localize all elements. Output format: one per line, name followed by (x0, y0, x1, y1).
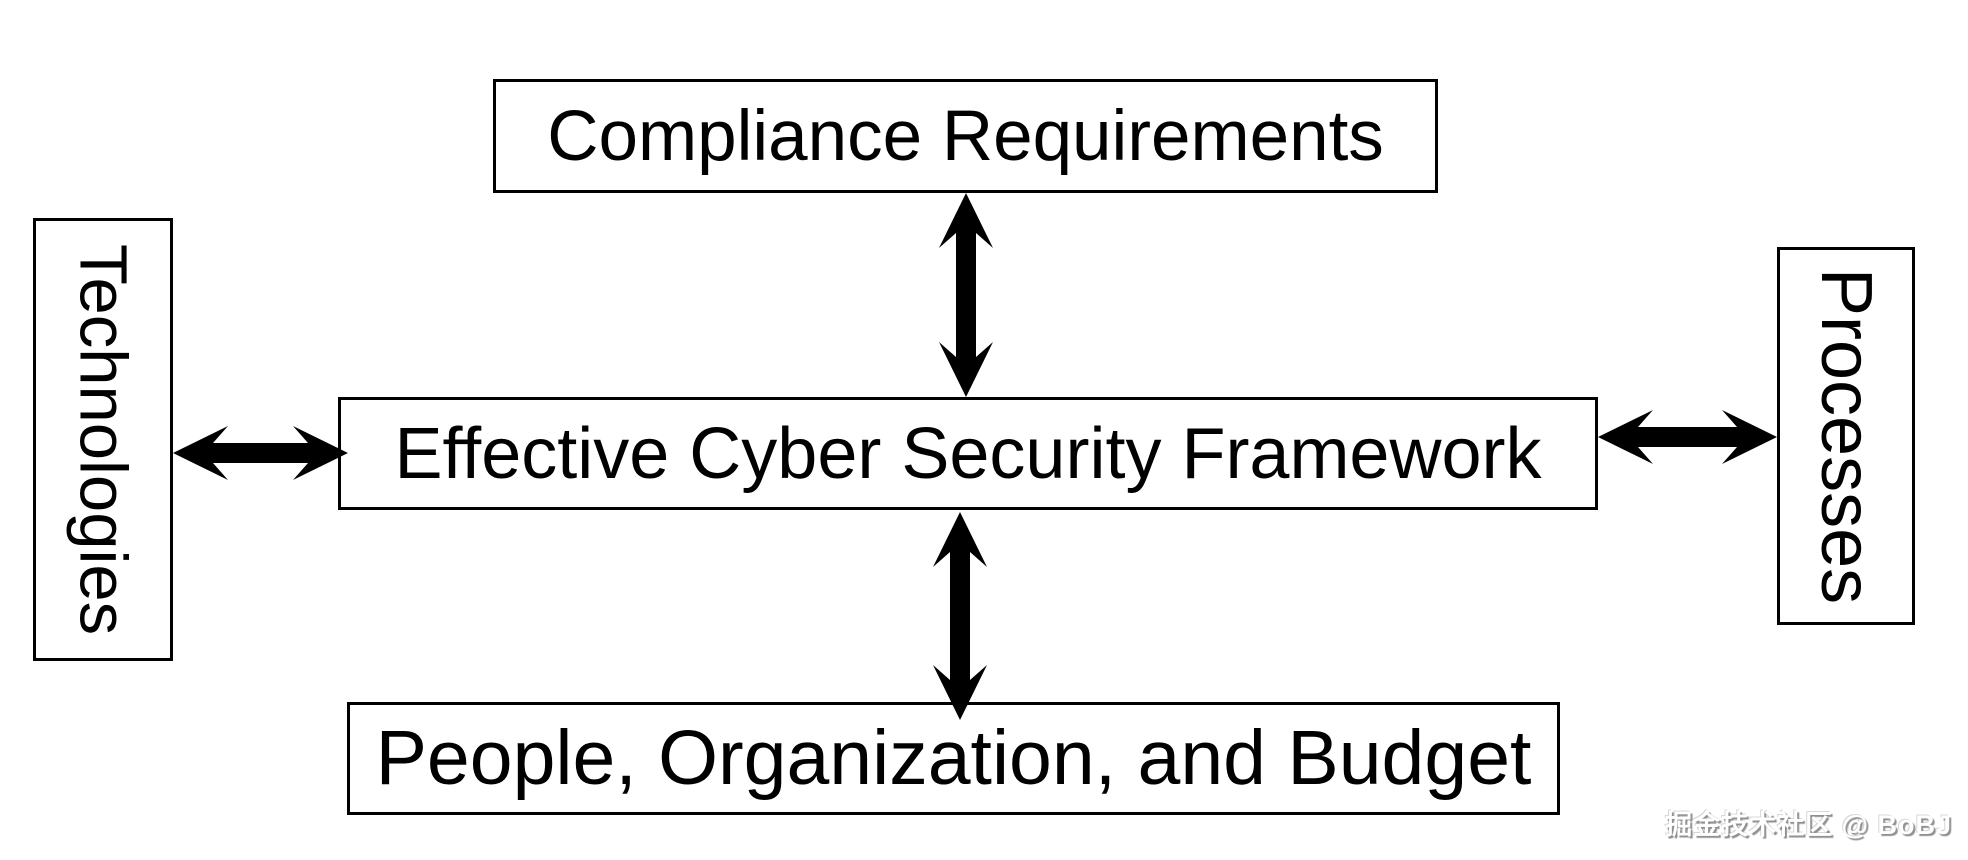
right-double-arrow-icon (1598, 410, 1777, 464)
node-technologies: Technologies (33, 218, 173, 661)
node-processes: Processes (1777, 247, 1915, 625)
left-double-arrow-icon (173, 426, 348, 480)
node-processes-label: Processes (1806, 267, 1886, 605)
node-effective-cyber-security-framework: Effective Cyber Security Framework (338, 397, 1598, 510)
node-technologies-label: Technologies (65, 243, 141, 636)
node-people-organization-budget-label: People, Organization, and Budget (375, 715, 1532, 801)
node-compliance-requirements: Compliance Requirements (493, 79, 1438, 193)
top-double-arrow-icon (939, 193, 993, 397)
node-compliance-requirements-label: Compliance Requirements (547, 96, 1384, 176)
node-effective-cyber-security-framework-label: Effective Cyber Security Framework (394, 413, 1542, 494)
watermark: 掘金技术社区 @ BoBJ (1665, 810, 1952, 840)
bottom-double-arrow-icon (933, 512, 987, 720)
node-people-organization-budget: People, Organization, and Budget (347, 702, 1560, 815)
